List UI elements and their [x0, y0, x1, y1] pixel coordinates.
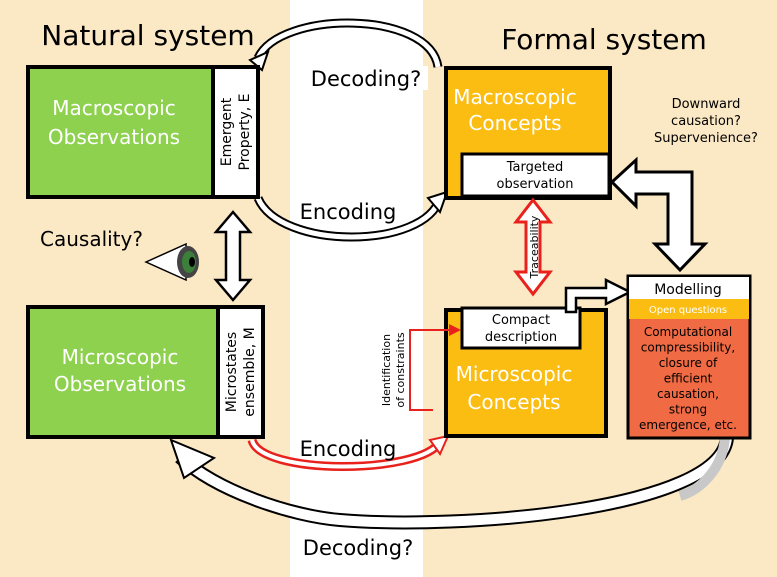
encoding-top-label: Encoding [300, 200, 397, 224]
modelling-title: Modelling [654, 282, 722, 298]
modelling-item: efficient [664, 372, 713, 386]
encoding-top-arrow [255, 196, 443, 240]
downward-line3: Supervenience? [654, 131, 758, 146]
natural-system-title: Natural system [41, 19, 254, 52]
identification-arrow [409, 324, 461, 411]
formal-system-title: Formal system [501, 23, 707, 56]
microscopic-observations-box [26, 305, 220, 439]
eye-icon [144, 242, 199, 282]
encoding-bottom-arrow [250, 439, 442, 469]
open-questions-bg [629, 299, 749, 319]
compact-description-box [460, 306, 582, 350]
svg-text:ensemble, M: ensemble, M [242, 327, 258, 416]
microscopic-concepts-line1: Microscopic [456, 362, 573, 386]
compact-description-line2: description [485, 330, 557, 345]
microscopic-observations-line2: Observations [54, 372, 186, 396]
decoding-bottom-label: Decoding? [303, 536, 413, 560]
downward-causation-arrow [609, 156, 709, 273]
emergent-property-box [211, 65, 260, 199]
targeted-observation-line2: observation [497, 177, 574, 192]
encoding-top-label-bg [295, 197, 405, 223]
open-questions-label: Open questions [649, 305, 727, 316]
microstates-ensemble-label: Microstates ensemble, M [224, 327, 258, 416]
microscopic-concepts-line2: Concepts [467, 390, 560, 414]
traceability-double-arrow [512, 197, 554, 297]
encoding-bottom-label: Encoding [300, 437, 397, 461]
macroscopic-observations-box [26, 65, 215, 199]
modelling-header-bg [629, 277, 749, 299]
svg-text:Microstates: Microstates [224, 332, 240, 412]
modelling-item: strong [669, 403, 707, 417]
svg-text:Property, E: Property, E [237, 94, 253, 171]
targeted-observation-line1: Targeted [506, 160, 563, 175]
emergent-property-label: Emergent Property, E [219, 94, 253, 171]
macroscopic-concepts-line1: Macroscopic [453, 85, 576, 109]
macroscopic-concepts-line2: Concepts [468, 111, 561, 135]
decoding-top-label-bg [303, 66, 428, 90]
decoding-bottom-arrowhead [169, 438, 217, 480]
decoding-top-arrow [255, 20, 441, 68]
microstates-ensemble-box [216, 305, 265, 439]
svg-text:of constraints: of constraints [394, 332, 407, 407]
decoding-top-label: Decoding? [311, 67, 421, 91]
macroscopic-observations-line1: Macroscopic [52, 96, 175, 120]
traceability-label: Traceability [528, 215, 541, 279]
causality-label: Causality? [40, 227, 143, 251]
svg-text:Emergent: Emergent [219, 97, 235, 166]
modelling-items: Computational compressibility,closure of e… [639, 325, 737, 432]
modelling-item: Computational [644, 325, 732, 339]
encoding-bottom-arrowhead [428, 434, 450, 457]
svg-text:Identification: Identification [380, 334, 393, 406]
downward-line1: Downward [672, 97, 741, 112]
modelling-item: closure of [659, 356, 718, 370]
compact-to-modelling-arrow [564, 277, 633, 314]
targeted-observation-box [460, 152, 611, 198]
macroscopic-observations-line2: Observations [48, 125, 180, 149]
modelling-item: causation, [657, 387, 719, 401]
identification-label: Identification of constraints [380, 332, 407, 407]
decoding-bottom-arrow [176, 436, 732, 528]
modelling-item: compressibility, [641, 341, 735, 355]
microscopic-observations-line1: Microscopic [62, 345, 179, 369]
encoding-top-arrowhead [426, 190, 449, 214]
causality-double-arrow [213, 210, 253, 302]
compact-description-line1: Compact [492, 313, 550, 328]
downward-line2: causation? [671, 114, 741, 129]
modelling-item: emergence, etc. [639, 418, 737, 432]
decoding-bottom-arrow-shade [678, 437, 730, 501]
